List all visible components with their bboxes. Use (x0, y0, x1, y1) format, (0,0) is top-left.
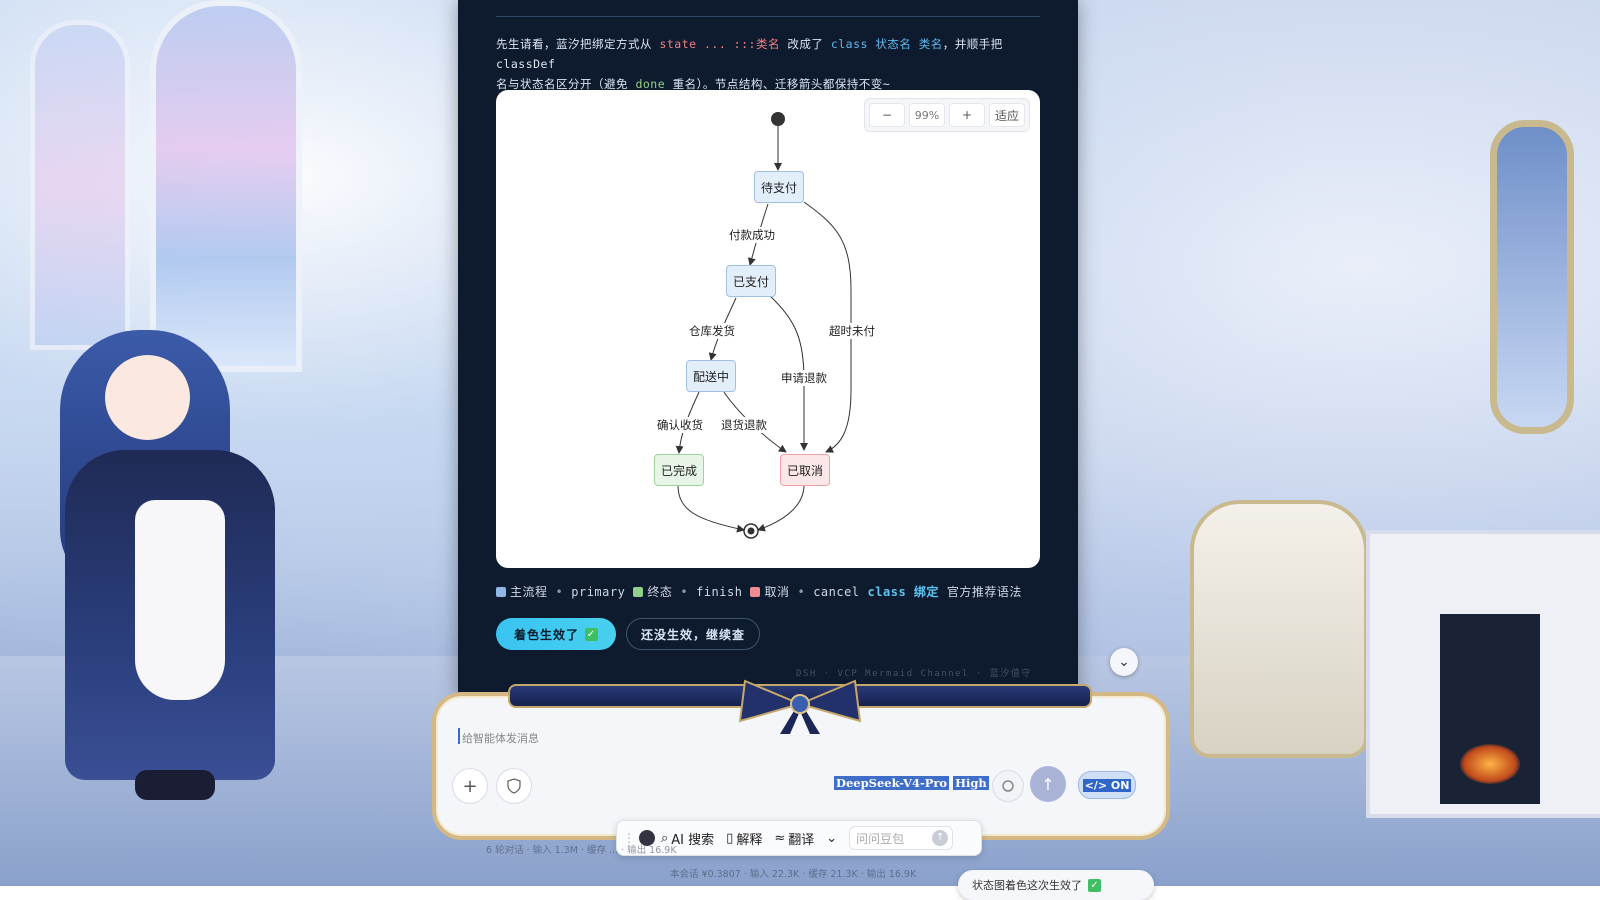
edge-label-pay-success: 付款成功 (728, 227, 776, 243)
reasoning-effort: High (953, 776, 989, 790)
edge-label-return-refund: 退货退款 (720, 417, 768, 433)
explain-button[interactable]: ▯解释 (726, 829, 762, 848)
selection-toolbar: ⋮⋮ ⌕AI 搜索 ▯解释 ≈翻译 ⌄ 问问豆包 ↑ (616, 820, 982, 856)
stained-glass-window (150, 0, 302, 372)
more-dropdown[interactable]: ⌄ (826, 830, 838, 846)
translate-icon: ≈ (774, 830, 786, 846)
attachment-button[interactable] (496, 768, 532, 804)
code-toggle-button[interactable]: </> ON (1078, 771, 1136, 799)
text-segment: 改成了 (779, 37, 831, 51)
code-toggle-label: </> ON (1082, 778, 1132, 792)
legend: 主流程 • primary 终态 • finish 取消 • cancel cl… (496, 583, 1056, 600)
session-stats: 6 轮对话 · 输入 1.3M · 缓存 ... · 输出 16.9K (486, 845, 677, 856)
code-done-keyword: done (635, 77, 666, 91)
code-class-syntax: class 状态名 类名 (830, 37, 943, 51)
add-button[interactable]: + (452, 768, 488, 804)
separator: • (555, 584, 564, 599)
chat-message-panel: 先生请看，蓝汐把绑定方式从 state ... :::类名 改成了 class … (458, 0, 1078, 700)
diagram-edges (675, 112, 852, 539)
edge-timeout (803, 201, 852, 453)
legend-cancel: 取消 (750, 583, 789, 600)
circle-icon (1002, 780, 1014, 792)
ask-placeholder: 问问豆包 (856, 831, 905, 846)
notification-toast: 状态图着色这次生效了 ✓ (958, 870, 1154, 900)
legend-tail: 官方推荐语法 (946, 585, 1022, 599)
ai-search-button[interactable]: ⌕AI 搜索 (661, 829, 714, 848)
retry-button[interactable]: 还没生效，继续查 (626, 618, 760, 650)
state-cancelled: 已取消 (780, 454, 830, 486)
legend-finish-class: finish (696, 584, 743, 599)
edge-label-confirm: 确认收货 (656, 417, 704, 433)
assistant-message-text: 先生请看，蓝汐把绑定方式从 state ... :::类名 改成了 class … (496, 34, 1040, 94)
avatar (639, 830, 655, 846)
legend-cancel-class: cancel (813, 584, 860, 599)
send-button[interactable]: ↑ (1030, 766, 1066, 802)
armchair-decoration (1190, 500, 1368, 758)
text-cursor (458, 728, 460, 744)
success-button[interactable]: 着色生效了 ✓ (496, 618, 616, 650)
legend-primary-class: primary (571, 584, 626, 599)
legend-finish: 终态 (633, 583, 672, 600)
state-done: 已完成 (654, 454, 704, 486)
scroll-down-button[interactable]: ⌄ (1110, 648, 1138, 676)
stained-glass-window (30, 20, 130, 350)
state-pending: 待支付 (754, 171, 804, 203)
model-name: DeepSeek-V4-Pro (834, 776, 950, 790)
message-signature: DSH · VCP Mermaid Channel · 蓝汐值守 (796, 669, 1032, 679)
check-icon: ✓ (1088, 878, 1101, 892)
explain-label: 解释 (736, 832, 763, 848)
text-segment: ，并顺手把 classDef (496, 37, 1003, 71)
search-icon: ⌕ (661, 830, 669, 846)
zoom-fit-button[interactable]: 适应 (989, 103, 1025, 127)
status-indicator-button[interactable] (992, 770, 1024, 802)
success-button-label: 着色生效了 (513, 627, 579, 642)
maid-character-illustration (40, 320, 290, 820)
translate-button[interactable]: ≈翻译 (774, 829, 814, 848)
text-segment: 名与状态名区分开（避免 (496, 77, 636, 91)
text-segment: 重名）。节点结构、迁移箭头都保持不变~ (665, 77, 891, 91)
zoom-controls: − 99% + 适应 (864, 98, 1030, 132)
translate-label: 翻译 (788, 832, 815, 848)
shield-icon (507, 778, 521, 794)
check-icon: ✓ (585, 627, 598, 641)
zoom-in-button[interactable]: + (949, 103, 985, 127)
separator: • (680, 584, 689, 599)
zoom-level: 99% (909, 103, 945, 127)
edge-label-refund-apply: 申请退款 (780, 370, 828, 386)
fireplace-decoration (1366, 530, 1600, 818)
ask-send-icon[interactable]: ↑ (932, 830, 949, 846)
state-diagram[interactable]: − 99% + 适应 待支付 已支付 配送中 已完成 已取消 付款成功 超时未付… (496, 90, 1040, 568)
edge-cancel-end (757, 484, 805, 532)
state-paid: 已支付 (726, 265, 776, 297)
zoom-out-button[interactable]: − (869, 103, 905, 127)
message-input[interactable]: 给智能体发消息 (462, 732, 539, 745)
edge-label-timeout: 超时未付 (828, 323, 876, 339)
mirror-decoration (1490, 120, 1574, 434)
ai-search-label: AI 搜索 (671, 832, 715, 848)
ask-input[interactable]: 问问豆包 ↑ (849, 826, 954, 850)
divider (496, 16, 1040, 17)
legend-primary: 主流程 (496, 583, 548, 600)
session-cost: 本会话 ¥0.3807 · 输入 22.3K · 缓存 21.3K · 输出 1… (670, 869, 917, 880)
bow-decoration (738, 679, 862, 734)
state-shipping: 配送中 (686, 360, 736, 392)
book-icon: ▯ (726, 830, 734, 846)
model-selector[interactable]: DeepSeek-V4-Pro High ⌄ (834, 776, 1002, 790)
toast-text: 状态图着色这次生效了 (972, 879, 1082, 892)
start-state (771, 112, 785, 126)
code-state-syntax: state ... :::类名 (659, 37, 780, 51)
legend-class-binding: class 绑定 (867, 585, 939, 599)
separator: • (797, 584, 806, 599)
edge-done-end (677, 484, 745, 533)
text-segment: 先生请看，蓝汐把绑定方式从 (496, 37, 660, 51)
edge-label-warehouse: 仓库发货 (688, 323, 736, 339)
